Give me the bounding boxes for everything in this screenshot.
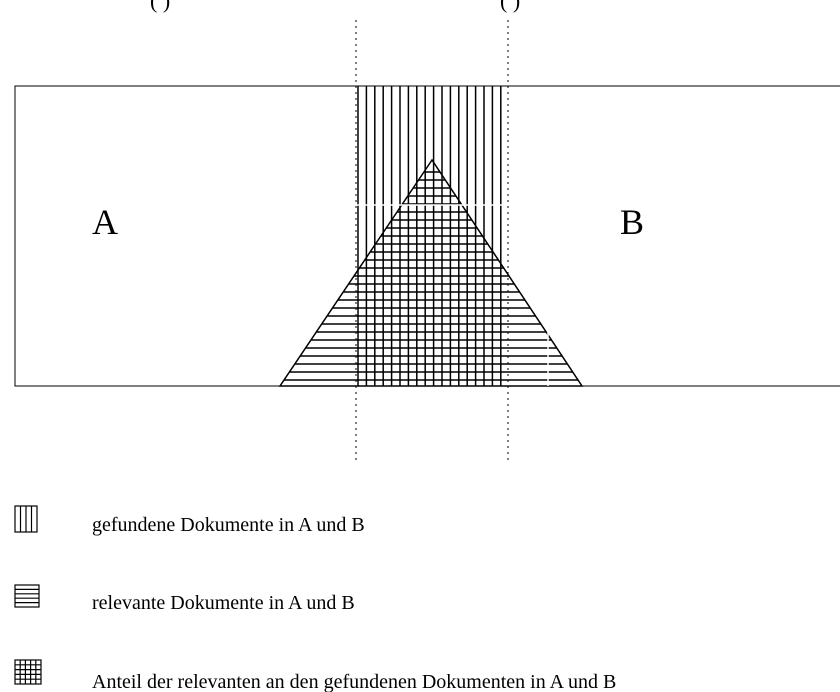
relevant-documents-triangle	[278, 158, 584, 387]
legend-label-found: gefundene Dokumente in A und B	[92, 514, 365, 536]
region-b-label: B	[620, 202, 644, 242]
legend-label-overlap: Anteil der relevanten an den gefundenen …	[92, 671, 616, 692]
relevant-documents-hatch	[284, 171, 578, 381]
legend-icon-frame	[14, 584, 40, 608]
horizontal-hatch-icon	[14, 584, 40, 608]
header-fragment-right: ( )	[500, 0, 520, 13]
grid-hatch-icon	[14, 659, 42, 685]
header-fragment-left: ( )	[150, 0, 170, 13]
vertical-hatch-icon	[14, 505, 38, 533]
legend-icon-frame	[14, 659, 42, 685]
legend: gefundene Dokumente in A und B relevante…	[14, 505, 616, 692]
legend-label-relevant: relevante Dokumente in A und B	[92, 592, 355, 614]
region-a-label: A	[92, 202, 118, 242]
